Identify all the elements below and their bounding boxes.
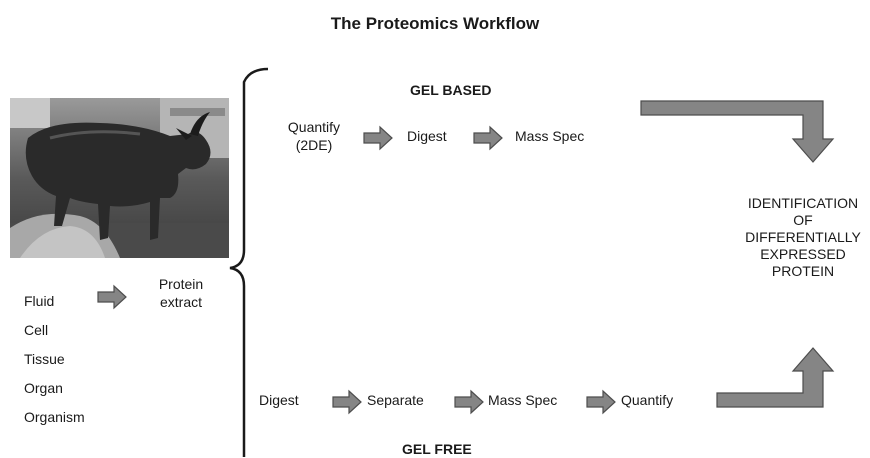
arrow-icon: [586, 389, 616, 415]
identification-result-label: IDENTIFICATION OF DIFFERENTIALLY EXPRESS…: [745, 195, 861, 279]
arrow-icon: [97, 284, 127, 310]
gel-free-step-digest: Digest: [259, 392, 299, 408]
diagram-title: The Proteomics Workflow: [330, 14, 540, 33]
gel-based-step-mass-spec: Mass Spec: [515, 128, 585, 144]
gel-free-step-mass-spec: Mass Spec: [488, 392, 558, 408]
arrow-icon: [363, 125, 393, 151]
list-item: Organ: [24, 380, 63, 396]
list-item: Organism: [24, 409, 85, 425]
gel-based-step-digest: Digest: [407, 128, 447, 144]
list-item: Cell: [24, 322, 49, 338]
arrow-icon: [473, 125, 503, 151]
gel-based-heading: GEL BASED: [410, 82, 492, 98]
arrow-icon: [454, 389, 484, 415]
branch-brace: [229, 67, 269, 457]
list-item: Tissue: [24, 351, 65, 367]
arrow-icon: [332, 389, 362, 415]
gel-free-step-quantify: Quantify: [621, 392, 674, 408]
list-item: Fluid: [24, 293, 55, 309]
goat-photo: [10, 98, 229, 258]
elbow-arrow-up-icon: [716, 347, 835, 408]
gel-free-step-separate: Separate: [367, 392, 424, 408]
elbow-arrow-down-icon: [640, 100, 835, 163]
sample-source-list: Fluid Cell Tissue Organ Organism: [24, 292, 85, 437]
gel-free-heading: GEL FREE: [402, 441, 472, 457]
gel-based-step-quantify: Quantify (2DE): [287, 119, 341, 153]
protein-extract-label: Protein extract: [158, 276, 204, 310]
